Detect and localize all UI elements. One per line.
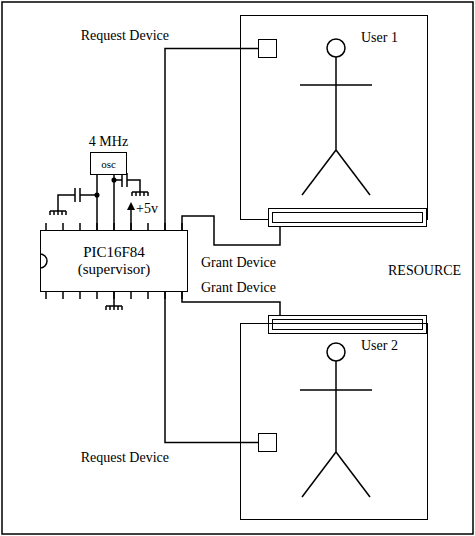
pin-stub [62,223,64,230]
stick-figure [300,343,372,497]
wire [80,194,97,196]
pin-stub [96,292,98,299]
figure-head [327,39,345,57]
figure-leg [302,452,336,497]
pin-stub [147,292,149,299]
node-label: User 1 [361,30,398,46]
room-box: User 2 [240,323,428,520]
figure-arms [300,84,372,86]
request-device: Request Device [258,433,277,452]
request-device: Request Device [258,39,277,58]
pin-stub [79,223,81,230]
figure-head [327,343,345,361]
pin-stub [130,292,132,299]
node-label: PIC16F84 (supervisor) [59,244,169,278]
chip-pins [46,223,182,299]
figure-leg [336,150,370,195]
ground-symbol [132,186,148,196]
wire [130,209,132,230]
stick-figure [300,39,372,195]
ground-symbol [50,205,66,215]
wire [58,195,75,205]
arrow-head [127,202,135,210]
pin-stub [45,223,47,230]
chip-notch [40,254,47,268]
grant-device: Grant Device [268,315,427,334]
node-label: Grant Device [201,280,276,296]
node-label: Grant Device [201,255,276,271]
wire [113,175,115,230]
wire [165,292,258,443]
pin-stub [45,292,47,299]
capacitor-symbol [58,188,99,205]
figure-arms [300,389,372,391]
resource-label: RESOURCE [388,263,461,279]
bar-inner-line [272,319,423,330]
figure-body [335,361,337,452]
bar-inner-line [272,212,423,223]
node-label: Request Device [81,28,169,44]
capacitor-plate [121,173,123,187]
figure-leg [336,452,370,497]
node-label: User 2 [361,338,398,354]
capacitor-plate [79,188,81,202]
pin-stub [62,292,64,299]
node-label: Request Device [81,450,169,466]
ground-symbol [106,300,122,310]
grant-device: Grant Device [268,208,427,227]
pin-stub [79,292,81,299]
pin-stub [113,292,115,299]
oscillator-box: 4 MHzosc [90,152,127,175]
wire [127,180,140,186]
supply-label: +5v [136,201,158,217]
capacitor-symbol [112,173,140,187]
node-label: osc [101,158,116,170]
supply-arrow [127,202,135,230]
wire [165,49,258,231]
figure-leg [302,150,336,195]
room-box: User 1 [240,15,428,220]
wire [113,292,115,300]
wire [182,292,280,315]
node-label: 4 MHz [89,134,128,150]
pin-stub [147,223,149,230]
microcontroller-chip: PIC16F84 (supervisor) [40,230,188,292]
wire [96,175,98,230]
wire [182,216,280,245]
figure-body [335,57,337,150]
